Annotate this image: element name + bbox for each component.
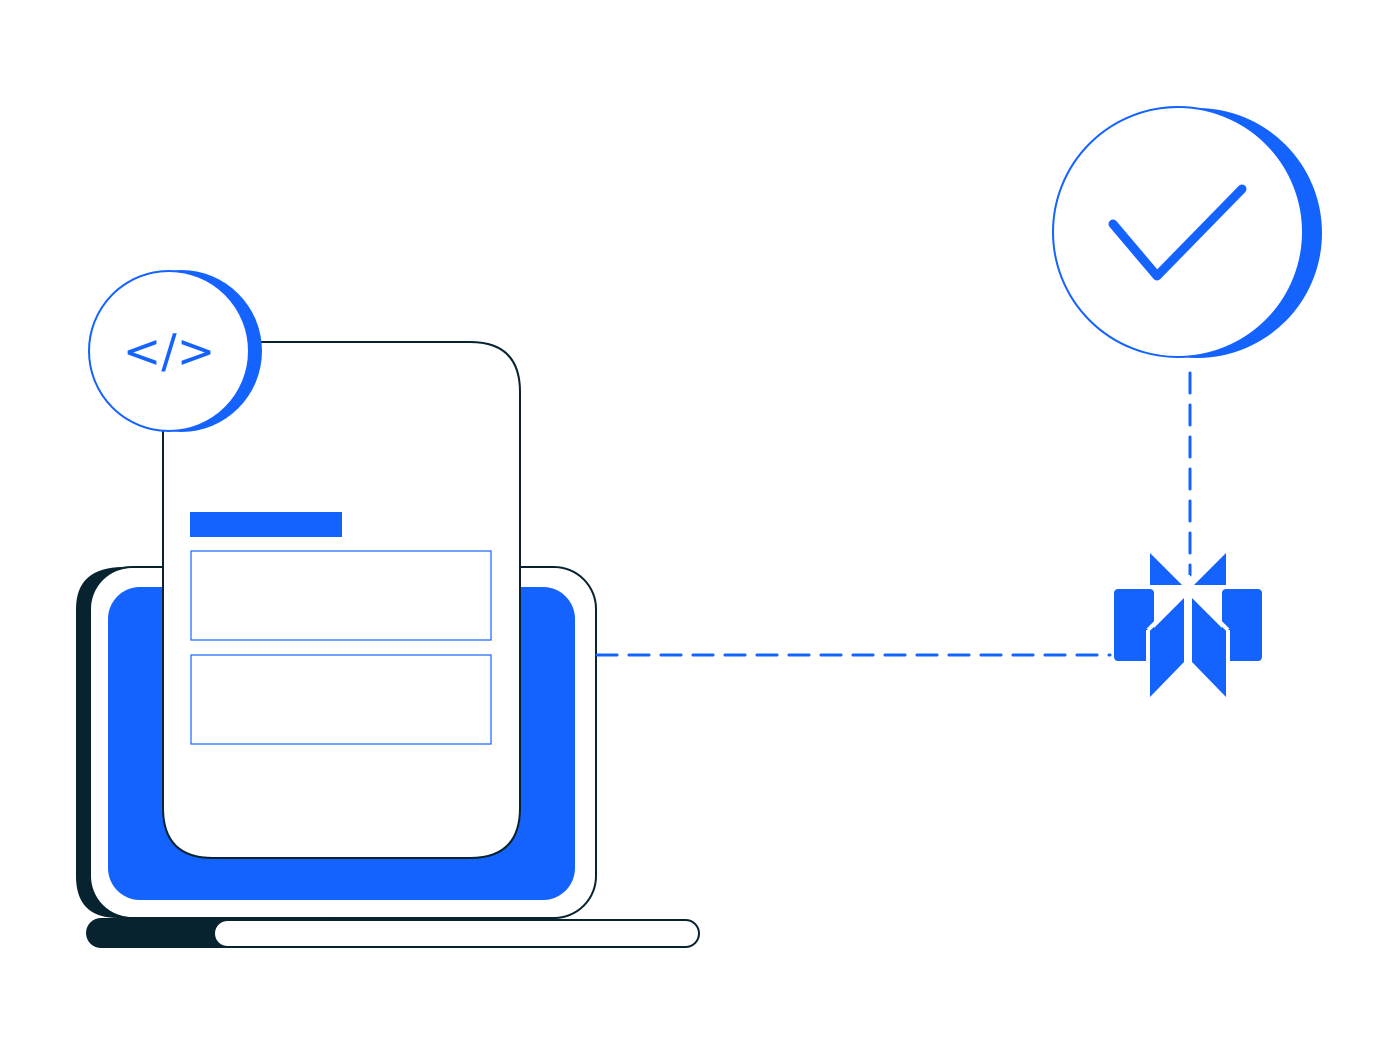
checkmark-icon	[1108, 184, 1247, 281]
brand-logo-icon	[1114, 553, 1262, 700]
document-field-1	[190, 550, 492, 641]
success-badge	[1052, 106, 1322, 358]
code-badge: </>	[88, 270, 262, 432]
code-brackets-icon: </>	[123, 324, 216, 378]
document-card	[162, 341, 521, 859]
document-field-2	[190, 654, 492, 745]
document-title-bar	[190, 512, 342, 537]
laptop-base	[213, 919, 700, 948]
code-badge-circle	[88, 270, 250, 432]
success-badge-circle	[1052, 106, 1304, 358]
